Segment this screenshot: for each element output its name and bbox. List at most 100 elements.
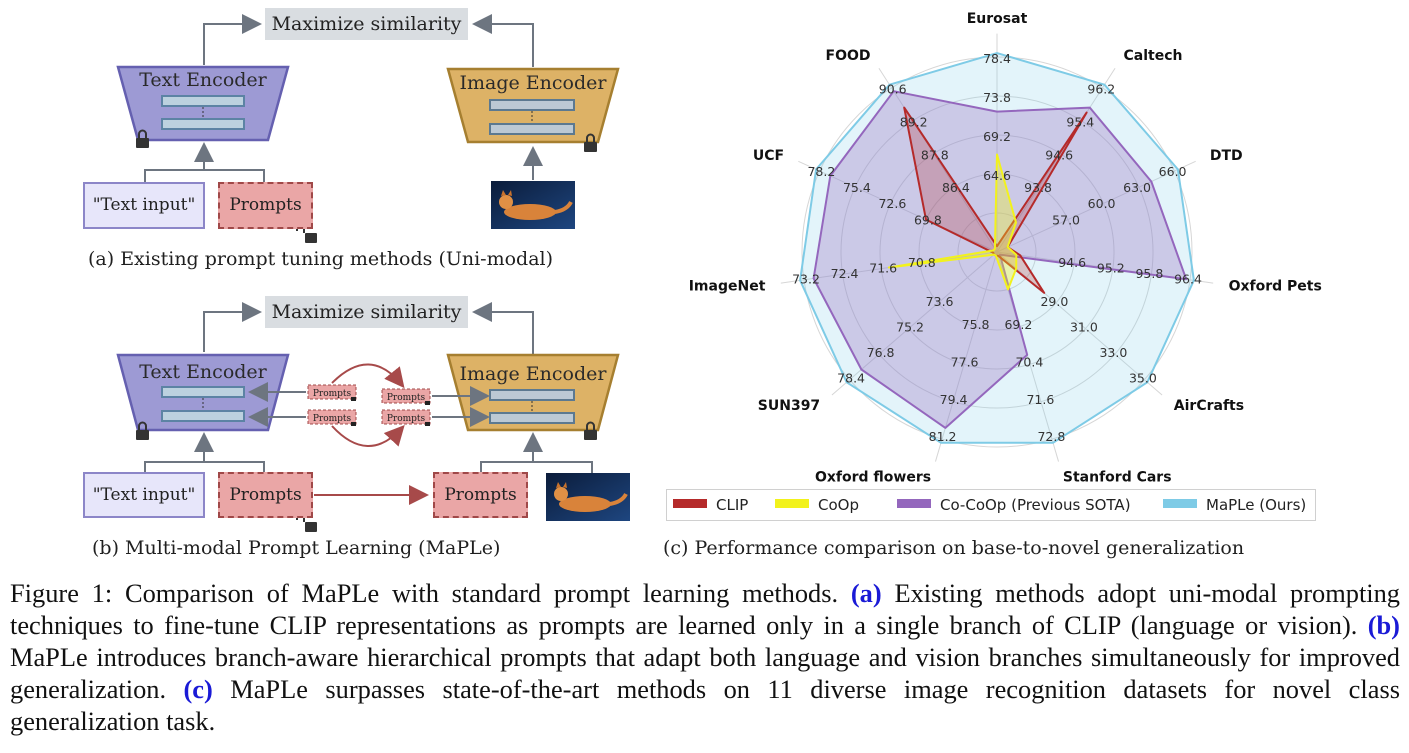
small-prompts-label: Prompts [313, 414, 352, 424]
axis-spoke [831, 251, 998, 396]
series-maple [799, 52, 1195, 444]
panel-b-caption: (b) Multi-modal Prompt Learning (MaPLe) [92, 537, 501, 559]
legend-item-cocoop: Co-CoOp (Previous SOTA) [897, 496, 1131, 514]
tick-label: 87.8 [921, 147, 949, 162]
tick-label: 95.8 [1135, 266, 1163, 281]
tick-label: 77.6 [951, 354, 979, 369]
tick-label: 57.0 [1052, 212, 1080, 227]
axis-label: FOOD [826, 48, 871, 64]
caption-text-c: MaPLe surpasses state-of-the-art methods… [10, 674, 1400, 736]
radar-ticks: 64.669.273.878.493.894.695.496.257.060.0… [792, 51, 1202, 444]
legend-item-coop: CoOp [775, 496, 859, 514]
tick-label: 71.6 [1026, 392, 1054, 407]
axis-label: Caltech [1124, 48, 1183, 64]
axis-label: SUN397 [758, 398, 820, 414]
axis-spoke [878, 67, 998, 253]
axis-spoke [798, 160, 998, 253]
tick-label: 66.0 [1159, 164, 1187, 179]
tick-label: 78.2 [807, 164, 835, 179]
text-encoder-label: Text Encoder [139, 69, 267, 91]
text-encoder-label: Text Encoder [139, 361, 267, 383]
series-coop [887, 153, 1018, 291]
cat-image [546, 473, 630, 521]
image-encoder-label: Image Encoder [460, 72, 608, 94]
tick-label: 75.8 [962, 317, 990, 332]
small-prompts-label: Prompts [313, 389, 352, 399]
axis-label: Eurosat [967, 11, 1028, 27]
tick-label: 75.4 [843, 180, 871, 195]
tick-label: 89.2 [900, 114, 928, 129]
radar-series [799, 52, 1195, 444]
axis-label: Oxford flowers [815, 470, 931, 486]
tick-label: 69.2 [983, 129, 1011, 144]
prompts-box: Prompts [218, 182, 313, 229]
tick-label: 81.2 [929, 429, 957, 444]
panel-c-caption: (c) Performance comparison on base-to-no… [663, 537, 1245, 559]
caption-ref-a[interactable]: (a) [850, 578, 882, 608]
legend-item-clip: CLIP [673, 496, 748, 514]
axis-label: Stanford Cars [1063, 470, 1172, 486]
small-prompts-label: Prompts [387, 414, 426, 424]
lock-icon [584, 133, 597, 152]
image-encoder-label: Image Encoder [460, 363, 608, 385]
tick-label: 69.2 [1004, 317, 1032, 332]
axis-label: ImageNet [689, 278, 766, 294]
tick-label: 60.0 [1088, 196, 1116, 211]
caption-ref-c[interactable]: (c) [183, 674, 213, 704]
tick-label: 63.0 [1123, 180, 1151, 195]
tick-label: 73.8 [983, 90, 1011, 105]
tick-label: 78.4 [837, 370, 865, 385]
axis-label: Oxford Pets [1229, 278, 1322, 294]
cat-image [491, 181, 575, 229]
prompts-box: Prompts [218, 472, 313, 518]
tick-label: 73.6 [926, 294, 954, 309]
tick-label: 96.4 [1174, 272, 1202, 287]
maximize-similarity-box: Maximize similarity [265, 296, 468, 328]
series-co-coop [812, 90, 1188, 429]
axis-spoke [996, 160, 1196, 253]
tick-label: 70.4 [1015, 354, 1043, 369]
tick-label: 70.8 [908, 255, 936, 270]
caption-text-b: MaPLe introduces branch-aware hierarchic… [10, 642, 1400, 704]
tick-label: 76.8 [867, 345, 895, 360]
series-clip [903, 106, 1088, 294]
lock-icon [136, 421, 149, 440]
tick-label: 29.0 [1040, 294, 1068, 309]
tick-label: 31.0 [1070, 319, 1098, 334]
panel-a-diagram: Text Encoder Image Encoder [116, 14, 620, 243]
tick-label: 90.6 [879, 82, 907, 97]
tick-label: 75.2 [896, 319, 924, 334]
lock-icon [584, 421, 597, 440]
caption-prefix: Figure 1: Comparison of MaPLe with stand… [10, 578, 839, 608]
tick-label: 94.6 [1045, 147, 1073, 162]
radar-chart: 64.669.273.878.493.894.695.496.257.060.0… [689, 11, 1322, 486]
text-input-box: "Text input" [83, 472, 205, 518]
tick-label: 72.6 [878, 196, 906, 211]
legend-item-maple: MaPLe (Ours) [1163, 496, 1306, 514]
caption-text-a: Existing methods adopt uni-modal prompti… [10, 578, 1401, 640]
tick-label: 33.0 [1099, 345, 1127, 360]
tick-label: 78.4 [983, 51, 1011, 66]
panel-a-caption: (a) Existing prompt tuning methods (Uni-… [88, 248, 554, 270]
tick-label: 95.2 [1097, 260, 1125, 275]
axis-label: AirCrafts [1174, 398, 1244, 414]
chart-legend: CLIP CoOp Co-CoOp (Previous SOTA) MaPLe … [666, 489, 1316, 521]
tick-label: 35.0 [1129, 370, 1157, 385]
figure-caption: Figure 1: Comparison of MaPLe with stand… [10, 577, 1400, 737]
tick-label: 96.2 [1087, 82, 1115, 97]
tick-label: 79.4 [940, 392, 968, 407]
axis-label: DTD [1210, 148, 1243, 164]
axis-label: UCF [753, 148, 784, 164]
caption-ref-b[interactable]: (b) [1367, 610, 1400, 640]
tick-label: 94.6 [1058, 255, 1086, 270]
tick-label: 72.8 [1037, 429, 1065, 444]
tick-label: 71.6 [869, 260, 897, 275]
tick-label: 73.2 [792, 272, 820, 287]
tick-label: 93.8 [1024, 180, 1052, 195]
tick-label: 95.4 [1066, 114, 1094, 129]
small-prompts-label: Prompts [387, 393, 426, 403]
tick-label: 69.8 [914, 212, 942, 227]
prompts-box-vision: Prompts [433, 472, 528, 518]
text-input-box: "Text input" [83, 182, 205, 229]
